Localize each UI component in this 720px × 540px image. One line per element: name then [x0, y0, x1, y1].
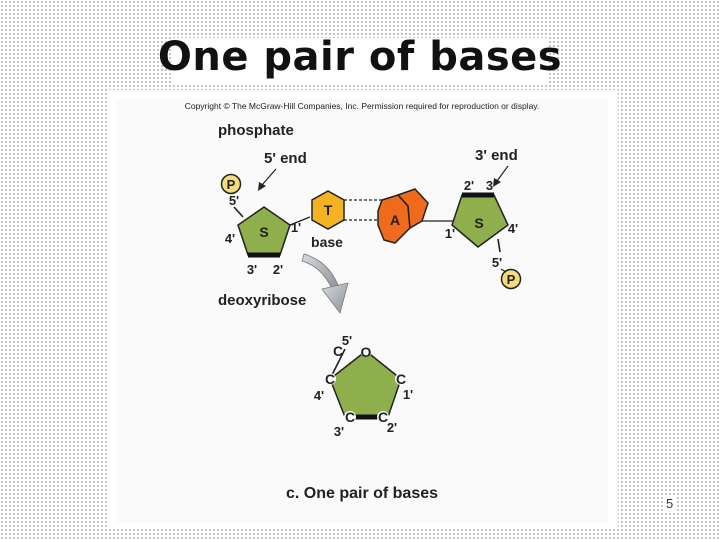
zoom-arrow: [301, 253, 349, 314]
copyright-notice: Copyright © The McGraw-Hill Companies, I…: [184, 101, 540, 111]
left-sugar-letter: S: [259, 224, 268, 240]
ring-carbon-3: C: [345, 409, 355, 425]
left-pos-3: 3': [247, 262, 257, 277]
right-phosphate-group: P: [500, 268, 522, 290]
right-deoxyribose-sugar: S: [451, 192, 509, 248]
hydrogen-bonds: [344, 199, 382, 221]
slide-title: One pair of bases: [157, 34, 563, 80]
right-phosphate-letter: P: [507, 272, 516, 287]
left-phosphate-group: P: [220, 173, 242, 195]
left-pos-1: 1': [291, 220, 301, 235]
ring-pos-1: 1': [403, 387, 413, 402]
ring-pos-3: 3': [334, 424, 344, 439]
ring-carbon-4: C: [325, 371, 335, 387]
left-pos-4: 4': [225, 231, 235, 246]
phosphate-label: phosphate: [218, 122, 294, 139]
ring-pos-5: 5': [342, 333, 352, 348]
left-pos-2: 2': [273, 262, 283, 277]
base-label: base: [311, 234, 343, 250]
three-prime-end-label: 3' end: [475, 147, 518, 164]
thymine-base: T: [311, 190, 345, 230]
right-pos-4: 4': [508, 221, 518, 236]
right-pos-3: 3': [486, 178, 496, 193]
figure-caption: c. One pair of bases: [285, 485, 439, 502]
five-prime-end-label: 5' end: [264, 150, 307, 167]
left-deoxyribose-sugar: S: [237, 206, 291, 258]
ring-carbon-2: C: [378, 409, 388, 425]
deoxyribose-label: deoxyribose: [218, 292, 306, 309]
ring-pos-4: 4': [314, 388, 324, 403]
right-pos-1: 1': [445, 226, 455, 241]
figure-inner-panel: Copyright © The McGraw-Hill Companies, I…: [116, 99, 608, 523]
title-background: [172, 38, 548, 84]
left-pos-5: 5': [229, 193, 239, 208]
ring-carbon-5: C: [333, 343, 343, 359]
page-number: 5: [664, 496, 676, 511]
figure-panel: Copyright © The McGraw-Hill Companies, I…: [108, 90, 618, 528]
base-pair-diagram: phosphate 5' end 3' end P 5': [218, 122, 522, 439]
five-prime-pointer-arrow: [258, 168, 277, 191]
ring-carbon-1: C: [396, 371, 406, 387]
thymine-letter: T: [324, 202, 333, 218]
three-prime-pointer-arrow: [493, 165, 509, 187]
ring-oxygen: O: [361, 344, 372, 360]
ring-pos-2: 2': [387, 420, 397, 435]
right-pos-5: 5': [492, 255, 502, 270]
adenine-base: A: [377, 188, 429, 244]
right-pos-2: 2': [464, 178, 474, 193]
left-phosphate-letter: P: [227, 177, 236, 192]
adenine-letter: A: [390, 212, 400, 228]
right-sugar-letter: S: [474, 215, 483, 231]
